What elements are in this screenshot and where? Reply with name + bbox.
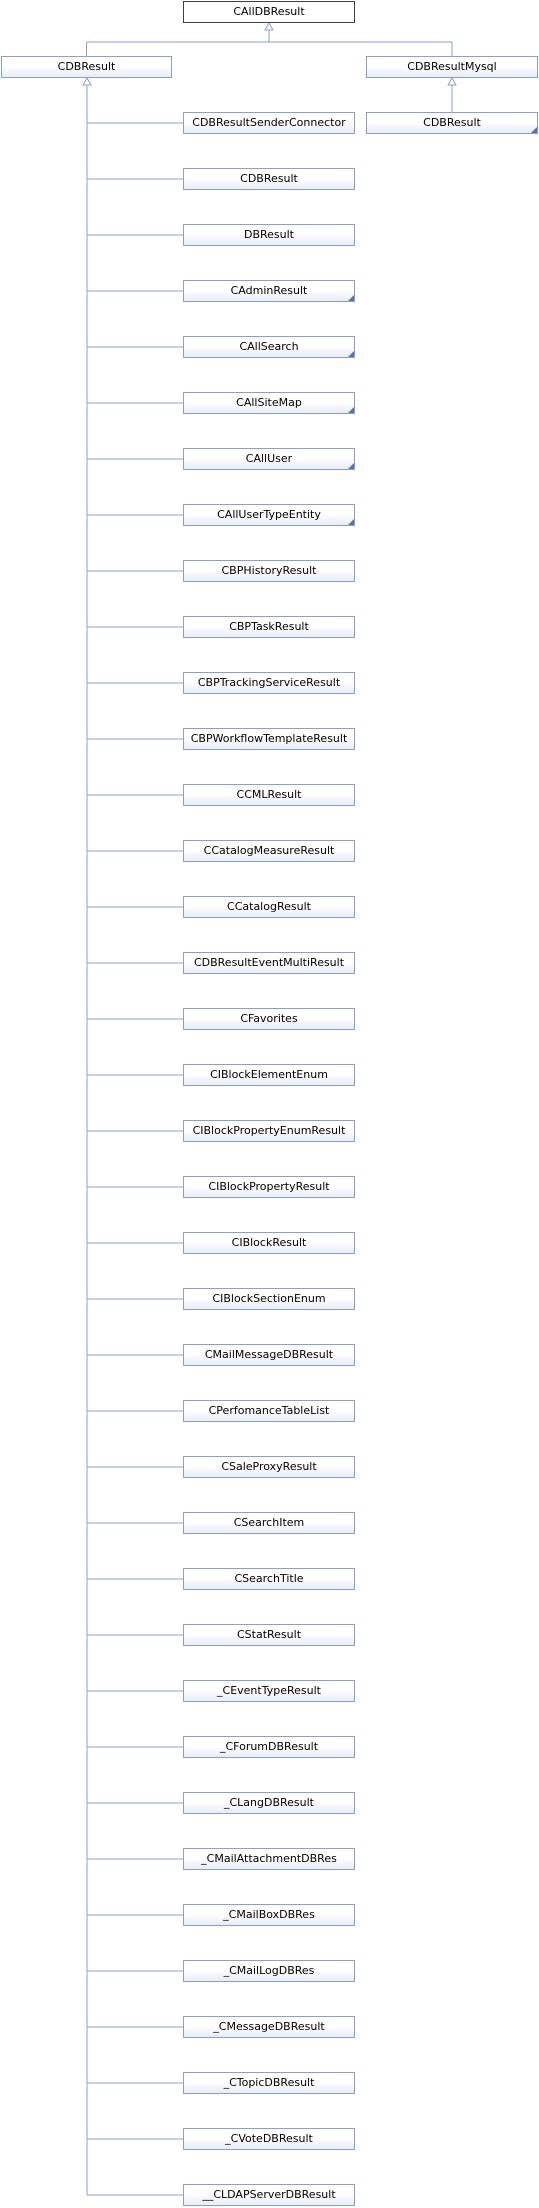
truncated-node-corner-icon: [348, 351, 354, 357]
class-node-cvotedbresult[interactable]: _CVoteDBResult: [183, 2128, 355, 2150]
class-node-cmaillogdbres[interactable]: _CMailLogDBRes: [183, 1960, 355, 1982]
class-name-label: CDBResultMysql: [407, 60, 497, 73]
class-name-label: _CTopicDBResult: [223, 2076, 315, 2089]
class-node-cforumdbresult[interactable]: _CForumDBResult: [183, 1736, 355, 1758]
class-name-label: _CEventTypeResult: [217, 1684, 321, 1697]
class-name-label: CDBResult: [423, 116, 481, 129]
class-node-cldapserverdbresult[interactable]: __CLDAPServerDBResult: [183, 2184, 355, 2206]
class-name-label: CIBlockPropertyEnumResult: [192, 1124, 346, 1137]
class-node-calluser[interactable]: CAllUser: [183, 448, 355, 470]
truncated-node-corner-icon: [348, 407, 354, 413]
class-node-ciblockpropertyresult[interactable]: CIBlockPropertyResult: [183, 1176, 355, 1198]
class-node-ccatalogmeasureresult[interactable]: CCatalogMeasureResult: [183, 840, 355, 862]
class-name-label: CDBResult: [57, 60, 116, 73]
class-node-cmailmessagedbresult[interactable]: CMailMessageDBResult: [183, 1344, 355, 1366]
class-node-cmailboxdbres[interactable]: _CMailBoxDBRes: [183, 1904, 355, 1926]
class-name-label: CAllUserTypeEntity: [217, 508, 321, 521]
class-name-label: CAllUser: [245, 452, 293, 465]
class-node-cdbresultsenderconnector[interactable]: CDBResultSenderConnector: [183, 112, 355, 134]
class-name-label: _CMailAttachmentDBRes: [201, 1852, 337, 1865]
class-node-clangdbresult[interactable]: _CLangDBResult: [183, 1792, 355, 1814]
class-node-ciblockresult[interactable]: CIBlockResult: [183, 1232, 355, 1254]
class-name-label: __CLDAPServerDBResult: [202, 2188, 336, 2201]
class-node-ccmlresult[interactable]: CCMLResult: [183, 784, 355, 806]
class-node-cbptaskresult[interactable]: CBPTaskResult: [183, 616, 355, 638]
class-name-label: CCatalogResult: [227, 900, 311, 913]
class-node-cadminresult[interactable]: CAdminResult: [183, 280, 355, 302]
class-node-ctopicdbresult[interactable]: _CTopicDBResult: [183, 2072, 355, 2094]
class-node-ciblockelementenum[interactable]: CIBlockElementEnum: [183, 1064, 355, 1086]
class-name-label: DBResult: [243, 228, 294, 241]
class-name-label: CBPTrackingServiceResult: [197, 676, 341, 689]
class-node-dbresult[interactable]: DBResult: [183, 224, 355, 246]
class-name-label: CSaleProxyResult: [221, 1460, 317, 1473]
class-node-cdbresulteventmultiresult[interactable]: CDBResultEventMultiResult: [183, 952, 355, 974]
class-name-label: CIBlockElementEnum: [210, 1068, 328, 1081]
class-node-callsitemap[interactable]: CAllSiteMap: [183, 392, 355, 414]
class-name-label: CIBlockPropertyResult: [208, 1180, 330, 1193]
class-name-label: CIBlockResult: [231, 1236, 307, 1249]
class-name-label: CAllSiteMap: [236, 396, 302, 409]
class-name-label: CIBlockSectionEnum: [212, 1292, 326, 1305]
class-name-label: CDBResult: [240, 172, 298, 185]
class-node-csearchitem[interactable]: CSearchItem: [183, 1512, 355, 1534]
class-name-label: _CLangDBResult: [223, 1796, 314, 1809]
class-name-label: _CForumDBResult: [219, 1740, 319, 1753]
class-node-csaleproxyresult[interactable]: CSaleProxyResult: [183, 1456, 355, 1478]
class-name-label: CBPTaskResult: [229, 620, 309, 633]
class-node-cbptrackingserviceresult[interactable]: CBPTrackingServiceResult: [183, 672, 355, 694]
class-node-cperfomancetablelist[interactable]: CPerfomanceTableList: [183, 1400, 355, 1422]
class-name-label: CSearchItem: [233, 1516, 305, 1529]
class-node-ceventtyperesult[interactable]: _CEventTypeResult: [183, 1680, 355, 1702]
class-node-ciblockpropertyenumresult[interactable]: CIBlockPropertyEnumResult: [183, 1120, 355, 1142]
class-name-label: CMailMessageDBResult: [204, 1348, 334, 1361]
class-node-cbphistoryresult[interactable]: CBPHistoryResult: [183, 560, 355, 582]
class-name-label: CAllSearch: [239, 340, 299, 353]
class-node-cmailattachmentdbres[interactable]: _CMailAttachmentDBRes: [183, 1848, 355, 1870]
class-node-csearchtitle[interactable]: CSearchTitle: [183, 1568, 355, 1590]
class-node-cdbresult-mysql[interactable]: CDBResult: [366, 112, 538, 134]
class-name-label: CBPWorkflowTemplateResult: [190, 732, 348, 745]
class-name-label: _CMailLogDBRes: [223, 1964, 315, 1977]
truncated-node-corner-icon: [531, 127, 537, 133]
class-name-label: CAdminResult: [230, 284, 308, 297]
class-name-label: _CVoteDBResult: [225, 2132, 313, 2145]
class-name-label: _CMessageDBResult: [213, 2020, 325, 2033]
class-node-cdbresult[interactable]: CDBResult: [1, 56, 172, 78]
class-name-label: CPerfomanceTableList: [208, 1404, 330, 1417]
class-node-cdbresultmysql[interactable]: CDBResultMysql: [366, 56, 538, 78]
class-name-label: _CMailBoxDBRes: [223, 1908, 315, 1921]
class-node-cmessagedbresult[interactable]: _CMessageDBResult: [183, 2016, 355, 2038]
class-node-ciblocksectionenum[interactable]: CIBlockSectionEnum: [183, 1288, 355, 1310]
class-name-label: CCMLResult: [236, 788, 302, 801]
truncated-node-corner-icon: [348, 463, 354, 469]
truncated-node-corner-icon: [348, 295, 354, 301]
class-node-callusertypeentity[interactable]: CAllUserTypeEntity: [183, 504, 355, 526]
class-node-cstatresult[interactable]: CStatResult: [183, 1624, 355, 1646]
class-node-ccatalogresult[interactable]: CCatalogResult: [183, 896, 355, 918]
class-node-cbpworkflowtemplateresult[interactable]: CBPWorkflowTemplateResult: [183, 728, 355, 750]
truncated-node-corner-icon: [348, 519, 354, 525]
class-name-label: CBPHistoryResult: [221, 564, 317, 577]
class-name-label: CDBResultEventMultiResult: [193, 956, 345, 969]
class-name-label: CFavorites: [240, 1012, 298, 1025]
class-name-label: CCatalogMeasureResult: [203, 844, 335, 857]
class-name-label: CAllDBResult: [233, 5, 305, 18]
class-node-callsearch[interactable]: CAllSearch: [183, 336, 355, 358]
class-name-label: CDBResultSenderConnector: [192, 116, 346, 129]
class-node-cdbresult[interactable]: CDBResult: [183, 168, 355, 190]
class-name-label: CSearchTitle: [234, 1572, 304, 1585]
class-name-label: CStatResult: [236, 1628, 302, 1641]
class-node-calldbresult: CAllDBResult: [183, 1, 355, 23]
class-node-cfavorites[interactable]: CFavorites: [183, 1008, 355, 1030]
